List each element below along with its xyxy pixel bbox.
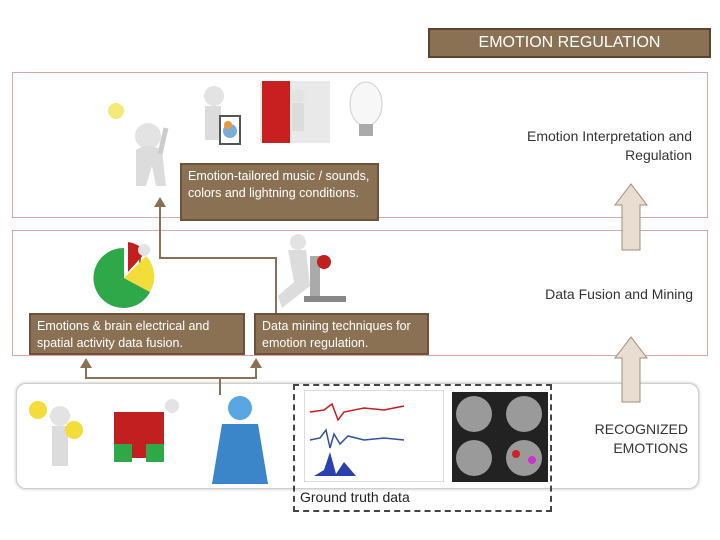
data-fusion-mining-label: Data Fusion and Mining bbox=[545, 286, 693, 302]
ground-truth-region bbox=[293, 384, 552, 512]
top-icons bbox=[108, 81, 383, 186]
human-body-icon bbox=[212, 396, 268, 484]
diagram-title: EMOTION REGULATION bbox=[428, 28, 711, 58]
data-mining-box: Data mining techniques for emotion regul… bbox=[254, 313, 429, 355]
person-emoji-faces-icon bbox=[29, 401, 83, 466]
brain-mri-scans-icon bbox=[452, 392, 548, 482]
person-red-door-icon bbox=[260, 81, 330, 143]
eeg-signal-chart-icon bbox=[304, 390, 444, 482]
pie-chart-person-icon bbox=[93, 242, 155, 308]
middle-icons bbox=[93, 234, 346, 308]
person-cart-icon bbox=[204, 86, 241, 145]
ground-truth-label: Ground truth data bbox=[300, 489, 410, 505]
data-fusion-box: Emotions & brain electrical and spatial … bbox=[29, 313, 245, 355]
emotion-tailored-box: Emotion-tailored music / sounds, colors … bbox=[180, 163, 379, 221]
person-microscope-icon bbox=[278, 234, 346, 308]
person-cube-icon bbox=[114, 399, 179, 462]
lightbulb-icon bbox=[349, 81, 383, 136]
recognized-emotions-label: RECOGNIZED EMOTIONS bbox=[594, 421, 688, 456]
up-arrow-top bbox=[613, 183, 649, 251]
up-arrow-bottom bbox=[613, 336, 649, 403]
bottom-icons bbox=[29, 396, 268, 484]
interpretation-regulation-label: Emotion Interpretation and Regulation bbox=[527, 128, 692, 163]
person-lightbulb-icon bbox=[108, 103, 169, 186]
